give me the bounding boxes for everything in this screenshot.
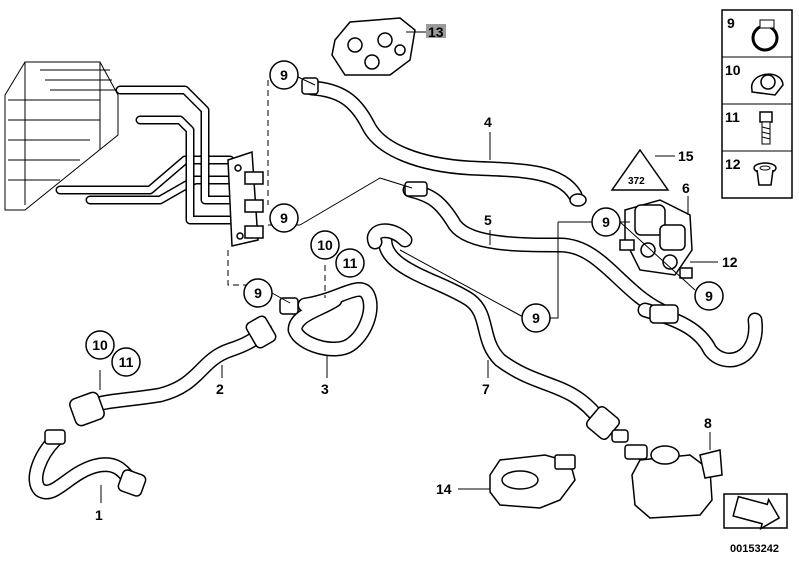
legend-item-9: 9 xyxy=(727,15,779,52)
screw-icon xyxy=(759,111,773,145)
grommet-icon xyxy=(753,162,777,186)
hose-part-3 xyxy=(279,282,378,357)
hose-part-5 xyxy=(402,181,668,318)
part-label-2: 2 xyxy=(216,381,224,397)
part-label-4: 4 xyxy=(484,114,492,130)
callout-10-a: 10 xyxy=(310,230,340,260)
legend-item-11: 11 xyxy=(725,109,773,145)
svg-text:9: 9 xyxy=(254,285,262,301)
part-label-12: 12 xyxy=(722,254,738,270)
svg-text:10: 10 xyxy=(725,62,741,78)
svg-text:9: 9 xyxy=(705,288,713,304)
part-label-7: 7 xyxy=(482,381,490,397)
svg-text:12: 12 xyxy=(725,156,741,172)
part-label-3: 3 xyxy=(321,381,329,397)
callout-9-a: 9 xyxy=(269,60,299,90)
part-label-13: 13 xyxy=(428,24,444,40)
svg-text:10: 10 xyxy=(317,237,333,253)
svg-text:9: 9 xyxy=(280,210,288,226)
warning-sign-part-15: 372 xyxy=(610,148,670,191)
callout-9-f: 9 xyxy=(694,281,724,311)
orientation-arrow-box xyxy=(723,493,788,531)
hose-valve-lower xyxy=(637,302,763,368)
svg-text:11: 11 xyxy=(725,109,740,125)
legend-item-12: 12 xyxy=(725,156,777,186)
svg-text:11: 11 xyxy=(119,354,134,370)
part-label-5: 5 xyxy=(484,212,492,228)
hose-part-2 xyxy=(69,315,277,427)
hose-part-7 xyxy=(366,223,629,443)
callout-10-b: 10 xyxy=(85,330,115,360)
callout-9-d: 9 xyxy=(521,303,551,333)
mount-part-14 xyxy=(489,454,576,509)
part-label-1: 1 xyxy=(95,507,103,523)
callout-9-b: 9 xyxy=(269,203,299,233)
svg-text:9: 9 xyxy=(532,310,540,326)
part-label-8: 8 xyxy=(704,415,712,431)
bracket-part-13 xyxy=(331,17,416,76)
svg-text:9: 9 xyxy=(602,214,610,230)
callout-11-b: 11 xyxy=(111,347,141,377)
callout-11-a: 11 xyxy=(335,248,365,278)
hose-clamp-icon xyxy=(751,19,779,52)
heater-flange xyxy=(227,150,264,247)
svg-text:9: 9 xyxy=(727,15,735,31)
arrow-icon xyxy=(732,495,781,531)
pump-part-8 xyxy=(624,444,723,519)
svg-text:9: 9 xyxy=(280,67,288,83)
heater-pipes xyxy=(55,85,245,225)
pipe-clip-icon xyxy=(751,73,784,96)
callout-9-e: 9 xyxy=(591,207,621,237)
callout-9-c: 9 xyxy=(243,278,273,308)
part-label-6: 6 xyxy=(682,180,690,196)
legend: 9 10 11 12 xyxy=(721,9,793,199)
hose-part-1 xyxy=(28,429,147,500)
warning-sign-text: 372 xyxy=(628,176,645,187)
hose-clamp-4a xyxy=(301,77,319,95)
part-label-14: 14 xyxy=(436,481,452,497)
svg-text:10: 10 xyxy=(92,337,108,353)
hose-part-4 xyxy=(304,80,587,207)
part-13-highlight xyxy=(426,24,446,38)
diagram-number: 00153242 xyxy=(730,543,779,555)
part-label-15: 15 xyxy=(678,148,694,164)
legend-item-10: 10 xyxy=(725,62,784,96)
heater-core xyxy=(4,61,119,211)
svg-text:11: 11 xyxy=(343,255,358,271)
valve-part-6 xyxy=(619,199,693,279)
